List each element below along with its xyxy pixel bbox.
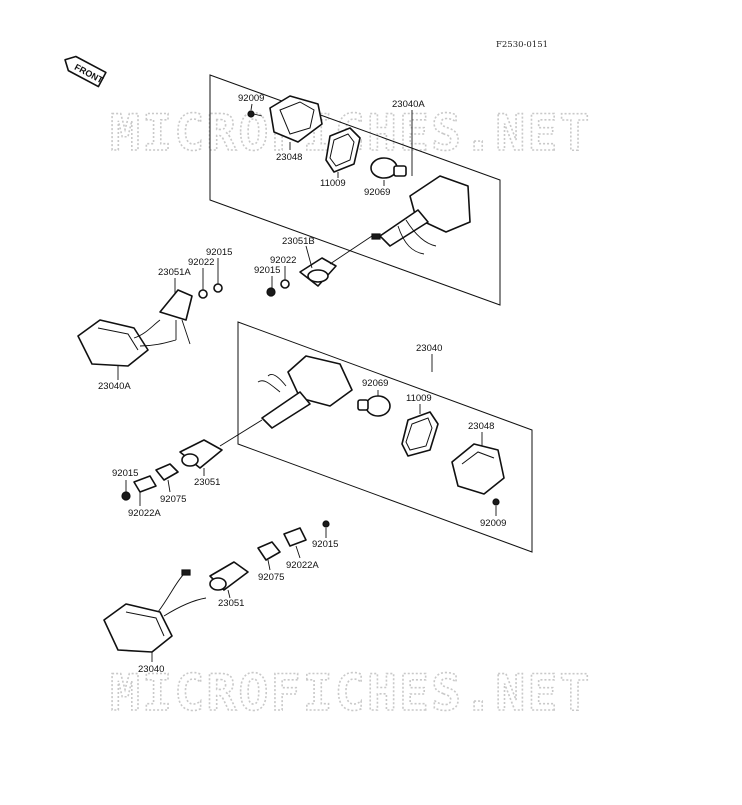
front-direction-tag: FRONT — [64, 55, 107, 88]
label-92022A-lower-left: 92022A — [128, 508, 161, 519]
signal-housing-mid — [257, 355, 353, 429]
plate-92022A-lower-left — [133, 475, 157, 493]
socket-23051-bottom — [209, 561, 249, 591]
label-92069-mid: 92069 — [362, 378, 388, 389]
label-11009-top: 11009 — [320, 178, 346, 189]
washer-92022-left — [198, 289, 208, 299]
leader-lines — [117, 103, 497, 662]
signal-housing-23040A-left — [77, 319, 177, 367]
washer-92022-mid — [280, 279, 290, 289]
plate-92022A-lower-right — [283, 527, 307, 547]
gasket-11009-mid — [401, 411, 439, 457]
label-92015-mid: 92015 — [254, 265, 280, 276]
assembly-box-top — [209, 74, 501, 306]
label-23051-bottom: 23051 — [218, 598, 244, 609]
label-23051B: 23051B — [282, 236, 315, 247]
signal-housing-top-right — [371, 175, 471, 255]
lens-23048-top — [269, 95, 323, 143]
bulb-92069-top — [370, 157, 407, 179]
assembly-box-mid — [237, 321, 533, 553]
label-23048-top: 23048 — [276, 152, 302, 163]
grommet-92075-lower-right — [257, 541, 281, 561]
label-92022-left: 92022 — [188, 257, 214, 268]
gasket-11009-top — [325, 127, 361, 173]
screw-92009-mid — [492, 498, 500, 506]
label-92015-left: 92015 — [206, 247, 232, 258]
bulb-92069-mid — [357, 395, 391, 417]
label-92075-lower-left: 92075 — [160, 494, 186, 505]
label-92075-lower-right: 92075 — [258, 572, 284, 583]
lens-23048-mid — [451, 443, 505, 495]
grommet-92075-lower-left — [155, 463, 179, 481]
nut-92015-mid — [266, 287, 276, 297]
label-92015-lower-left: 92015 — [112, 468, 138, 479]
reference-code: F2530-0151 — [496, 40, 548, 50]
socket-23051A — [159, 289, 193, 345]
label-23040A-top: 23040A — [392, 99, 425, 110]
watermark-bottom: MICROFICHES.NET — [110, 664, 592, 722]
socket-23051B — [299, 235, 373, 287]
label-23040-bottom: 23040 — [138, 664, 164, 675]
label-92009-top: 92009 — [238, 93, 264, 104]
washer-92015-left — [213, 283, 223, 293]
label-92015-lower-right: 92015 — [312, 539, 338, 550]
label-23051-lower-left: 23051 — [194, 477, 220, 488]
screw-92009-top — [247, 110, 263, 118]
socket-23051-mid — [179, 419, 263, 469]
label-92069-top: 92069 — [364, 187, 390, 198]
nut-92015-lower-left — [121, 491, 131, 501]
label-23040-mid: 23040 — [416, 343, 442, 354]
label-23051A: 23051A — [158, 267, 191, 278]
label-11009-mid: 11009 — [406, 393, 432, 404]
label-92009-mid: 92009 — [480, 518, 506, 529]
label-92022-mid: 92022 — [270, 255, 296, 266]
label-23048-mid: 23048 — [468, 421, 494, 432]
label-92022A-lower-right: 92022A — [286, 560, 319, 571]
signal-housing-23040-bottom — [103, 569, 207, 653]
nut-92015-lower-right — [322, 520, 330, 528]
label-23040A-left: 23040A — [98, 381, 131, 392]
